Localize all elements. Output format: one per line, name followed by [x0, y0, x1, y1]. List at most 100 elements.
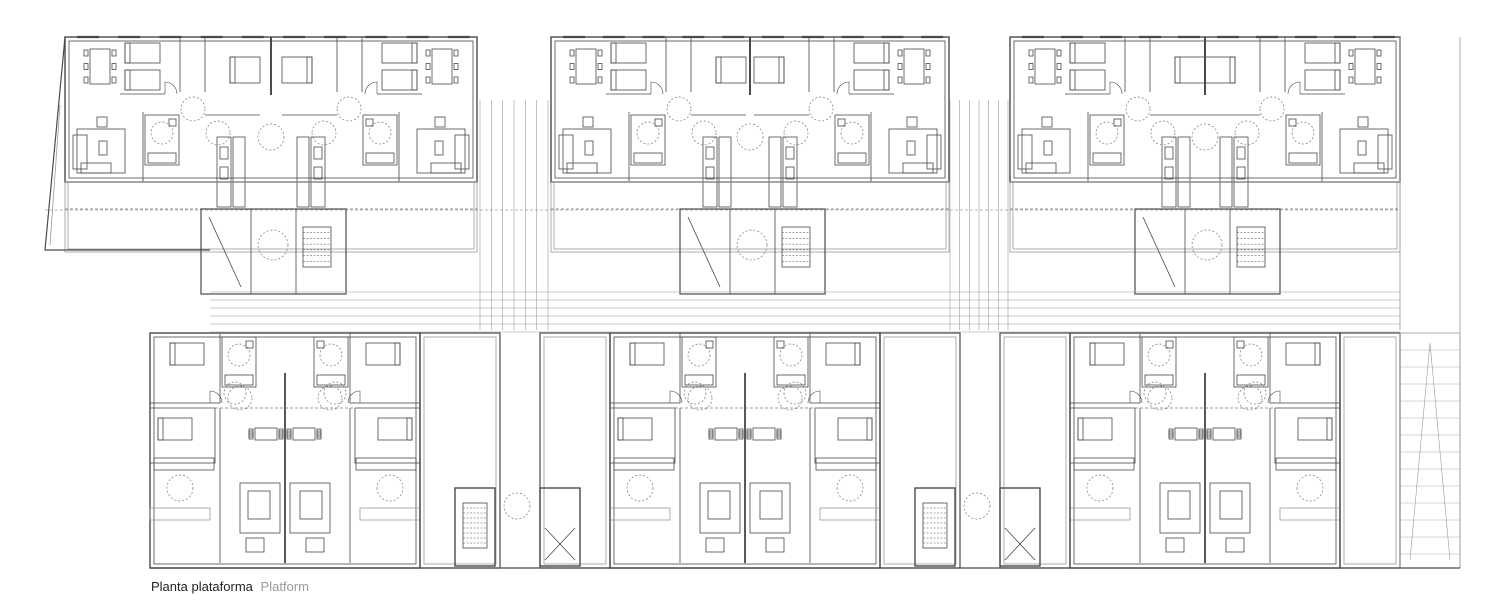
living-rug [699, 482, 741, 534]
sofa [1353, 162, 1385, 174]
turning-circle [1147, 385, 1173, 411]
kitchen-counter [1177, 136, 1191, 208]
turning-circle [777, 385, 803, 411]
sofa [72, 134, 88, 170]
door-swing [807, 390, 821, 404]
chair [708, 432, 714, 440]
sofa [1025, 162, 1057, 174]
chair [1198, 432, 1204, 440]
chair [569, 63, 575, 70]
stove [219, 146, 229, 160]
living-rug [289, 482, 331, 534]
turning-circle [1259, 96, 1285, 122]
turning-circle [808, 96, 834, 122]
turning-circle [683, 381, 707, 405]
bed-headboard [883, 69, 890, 91]
chair [1206, 428, 1212, 436]
bed-headboard [1314, 342, 1321, 366]
living-rug [1339, 128, 1389, 174]
chair [111, 63, 117, 70]
stairs [922, 502, 948, 549]
chair [776, 428, 782, 436]
stove [313, 146, 323, 160]
bed-headboard [124, 69, 131, 91]
turning-circle [666, 96, 692, 122]
turning-circle [205, 120, 231, 146]
balcony-rail [1279, 507, 1341, 521]
turning-circle [150, 121, 174, 145]
bathroom [834, 114, 870, 166]
stairs [1236, 226, 1266, 268]
chair [897, 63, 903, 70]
chair [1056, 49, 1062, 57]
chair [1236, 430, 1242, 438]
chair [248, 430, 254, 438]
turning-circle [636, 121, 660, 145]
bed [1204, 56, 1236, 84]
living-rug [1159, 482, 1201, 534]
bathtub [1144, 374, 1174, 386]
unit-right [1204, 332, 1341, 563]
lift-core [539, 487, 581, 567]
balcony-rail [149, 507, 211, 521]
bed-headboard [157, 417, 164, 441]
armchair [906, 116, 918, 128]
turning-circle [1291, 121, 1315, 145]
courtyard-wall [539, 332, 611, 569]
dining-table [575, 48, 597, 85]
chair [1028, 76, 1034, 84]
kitchen-counter [1219, 136, 1233, 208]
bed-headboard [406, 417, 413, 441]
chair [738, 428, 744, 436]
lift-core [999, 487, 1041, 567]
chair [1028, 49, 1034, 57]
bed-headboard [1174, 56, 1181, 84]
caption-subtitle: Platform [260, 579, 309, 594]
chair [597, 63, 603, 70]
unit-right [744, 332, 881, 563]
chair [453, 63, 459, 70]
coffee-table [906, 140, 916, 156]
chair [1236, 428, 1242, 436]
bedroom-wall [362, 37, 422, 94]
bed-headboard [1069, 42, 1076, 64]
sink [245, 340, 254, 349]
chair [425, 49, 431, 57]
bottom-block-1 [149, 332, 421, 569]
turning-circle [1191, 229, 1223, 261]
kitchen-counter [296, 136, 310, 208]
core [200, 208, 347, 295]
chair [925, 63, 931, 70]
chair [453, 76, 459, 84]
sink [365, 118, 374, 127]
bed-headboard [1326, 417, 1333, 441]
kitchen-counter [718, 136, 732, 208]
turning-circle [223, 381, 247, 405]
bottom-block-2 [609, 332, 881, 569]
turning-circle [336, 96, 362, 122]
coffee-table [434, 140, 444, 156]
door-swing [836, 81, 850, 95]
bathroom [681, 336, 717, 388]
sink [1165, 340, 1174, 349]
dining-table [292, 427, 316, 441]
lift-cross [208, 216, 242, 288]
building-inner-outline [1073, 336, 1337, 565]
kitchen-counter [768, 136, 782, 208]
sofa [902, 162, 934, 174]
turning-circle [736, 123, 764, 151]
turning-circle [1191, 123, 1219, 151]
sofa [1219, 490, 1243, 520]
chair [83, 76, 89, 84]
turning-circle [1296, 474, 1324, 502]
unit-left [1017, 37, 1206, 208]
turning-circle [783, 120, 809, 146]
sink [705, 340, 714, 349]
chair [1206, 432, 1212, 440]
terrace-inner [67, 181, 475, 250]
living-rug [749, 482, 791, 534]
bathroom [1233, 336, 1269, 388]
chair [83, 49, 89, 57]
bathtub [1236, 374, 1266, 386]
bedroom-wall [1065, 37, 1125, 94]
